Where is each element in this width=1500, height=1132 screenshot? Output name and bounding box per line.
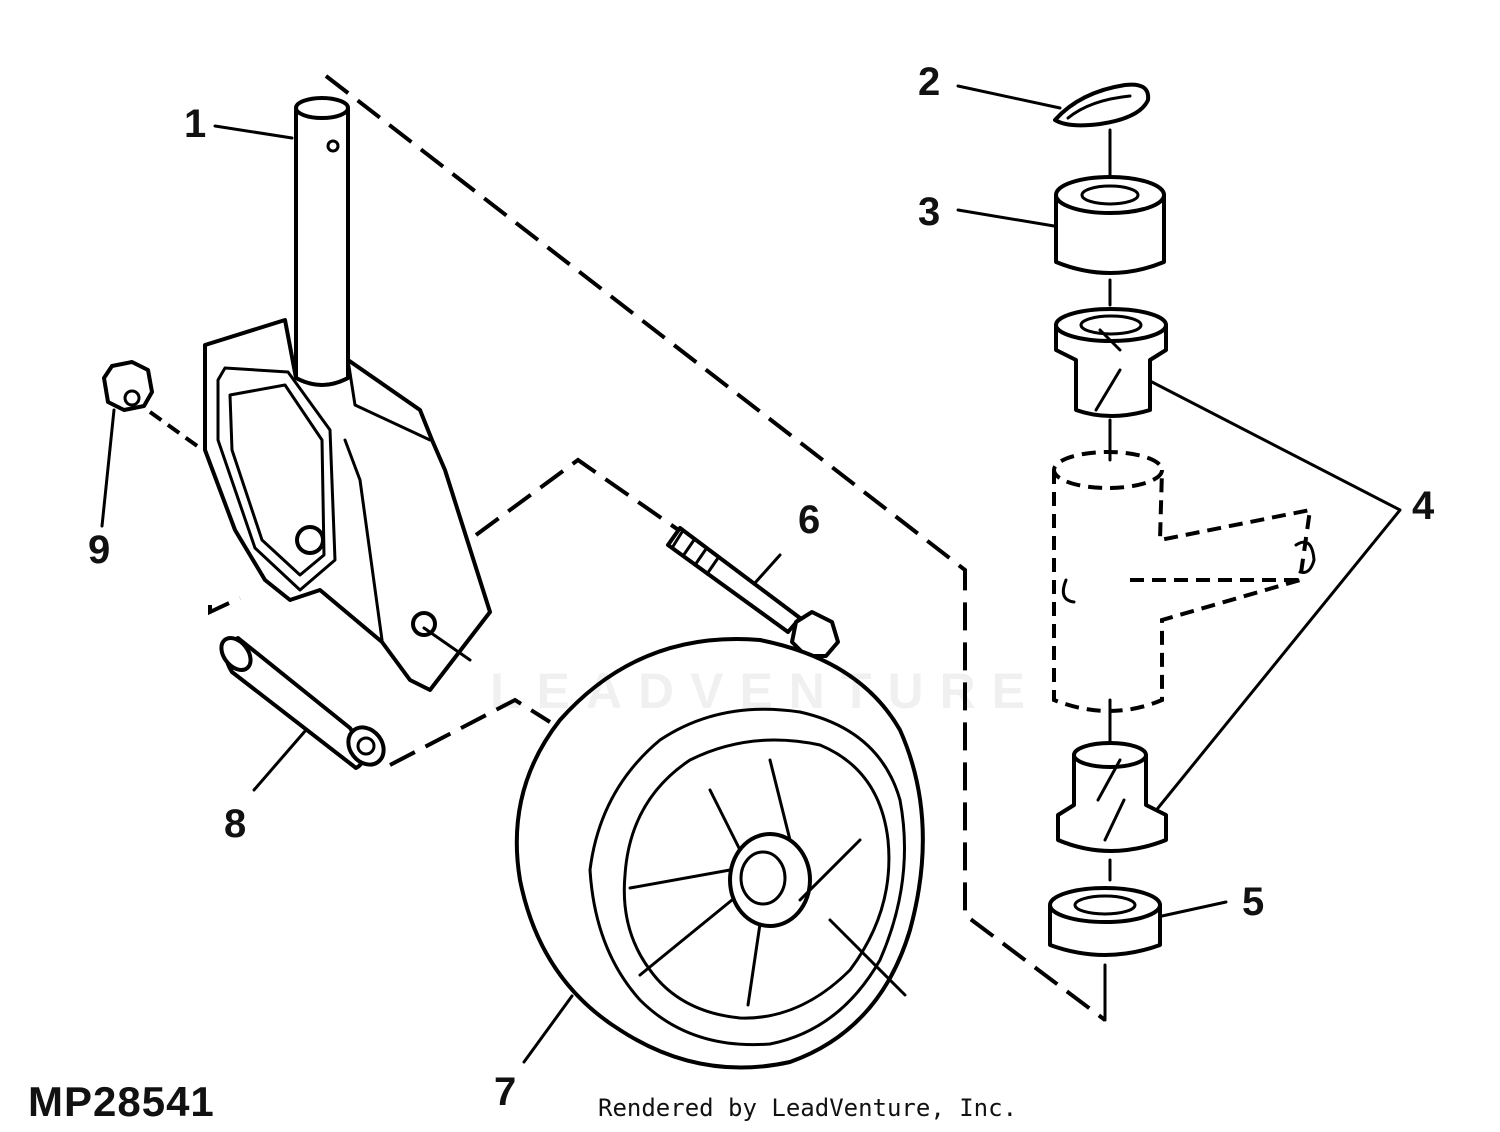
callout-7: 7: [494, 1070, 517, 1114]
assembly-dashed-outline: [208, 74, 1107, 1022]
callout-8: 8: [224, 802, 247, 846]
callout-3: 3: [918, 190, 941, 234]
leader-lines: [100, 84, 1402, 1064]
render-credit: Rendered by LeadVenture, Inc.: [598, 1094, 1018, 1122]
callout-5: 5: [1242, 880, 1265, 924]
callout-9: 9: [88, 528, 111, 572]
wheel: [514, 637, 925, 1070]
callout-2: 2: [918, 60, 941, 104]
pivot-stack: [1048, 82, 1316, 1022]
axle-bolt: [666, 526, 840, 658]
figure-id: MP28541: [28, 1078, 215, 1125]
lock-nut: [102, 360, 202, 450]
callout-4: 4: [1412, 484, 1435, 528]
wheel-spacer-tube: [219, 636, 386, 770]
watermark: LEADVENTURE: [490, 663, 1042, 719]
caster-yoke-assembly: [203, 96, 492, 692]
callout-6: 6: [798, 498, 821, 542]
callout-1: 1: [184, 102, 207, 146]
